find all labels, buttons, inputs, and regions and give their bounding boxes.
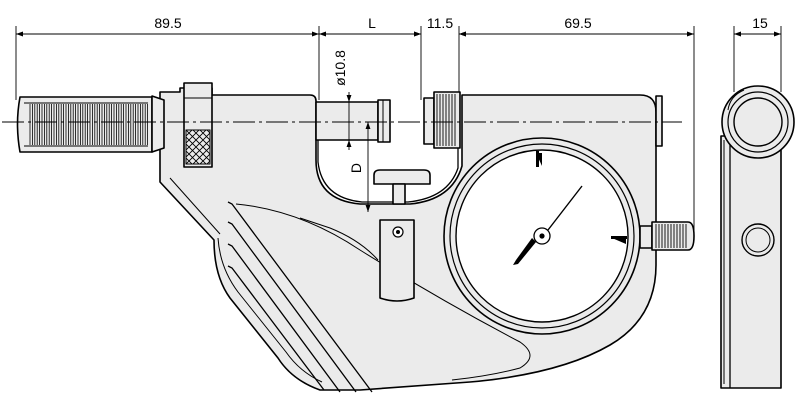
thimble-knurling	[29, 104, 149, 145]
throat-contour	[317, 140, 459, 203]
side-view	[720, 85, 795, 389]
dim-anvil-gap: 11.5	[427, 15, 453, 31]
extension-lines	[15, 26, 782, 238]
grip-grooves	[227, 201, 531, 393]
anvil	[423, 91, 461, 149]
spindle	[315, 99, 391, 143]
thimble-collar	[151, 95, 165, 153]
thimble	[16, 96, 153, 153]
dim-left-length: 89.5	[154, 15, 181, 31]
dial-pointer	[513, 185, 583, 265]
frame-bevels	[169, 177, 323, 383]
dim-spindle-diameter: ø10.8	[332, 50, 348, 86]
end-cap	[655, 95, 663, 147]
dim-width: 15	[752, 15, 768, 31]
dial-tolerance-marks	[536, 151, 627, 244]
clamp-block	[183, 82, 213, 168]
work-rest	[373, 169, 431, 205]
dim-throat-depth: D	[348, 163, 364, 173]
adjustment-knob	[639, 221, 695, 251]
anvil-knurling	[436, 94, 456, 146]
lift-lever	[379, 219, 415, 302]
knob-knurling	[655, 224, 687, 248]
dim-l-length: L	[368, 15, 376, 31]
dim-right-length: 69.5	[564, 15, 591, 31]
